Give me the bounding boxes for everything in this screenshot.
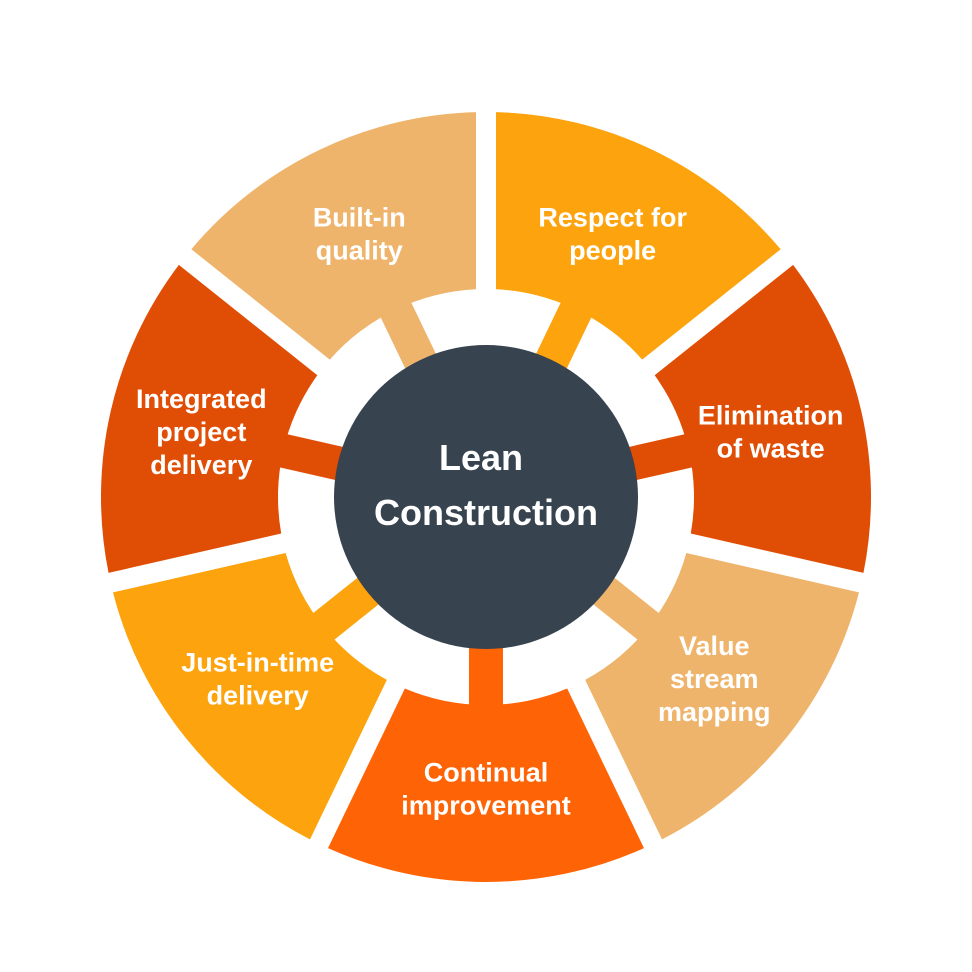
segment-label-line: delivery [150, 450, 252, 480]
center-label-line-2: Construction [374, 492, 598, 533]
segment-connector [377, 295, 441, 379]
segment-shape [100, 264, 318, 573]
segment-label-line: Built-in [313, 202, 406, 232]
center-hub: Lean Construction [334, 345, 638, 649]
segment-label-line: of waste [717, 434, 825, 464]
segment-label-line: Elimination [698, 401, 844, 431]
segment-shape [654, 264, 872, 573]
segment-connector [618, 432, 700, 483]
segment-connector [272, 432, 354, 483]
center-label: Lean Construction [374, 437, 598, 533]
segment-shape [113, 552, 387, 840]
segment-connector [469, 637, 503, 712]
segment-connector [531, 295, 595, 379]
segment-label-line: Integrated [136, 384, 267, 414]
segment-shape [585, 552, 859, 840]
segment-label-line: delivery [207, 681, 309, 711]
segment-label-line: stream [670, 664, 759, 694]
segment-shape [191, 112, 476, 360]
center-label-line-1: Lean [439, 437, 523, 478]
segment-label-line: project [156, 417, 246, 447]
segment-label-line: Continual [424, 758, 548, 788]
center-circle [334, 345, 638, 649]
segment-shape [328, 688, 644, 882]
segment-label-line: people [569, 235, 656, 265]
segment-label-line: Value [679, 631, 750, 661]
segment-label-line: Just-in-time [181, 648, 334, 678]
segment-label-line: mapping [658, 697, 771, 727]
segment-shape [496, 112, 781, 360]
segment-label-line: quality [316, 235, 403, 265]
segment-label-line: Respect for [538, 202, 687, 232]
segment-label-line: improvement [401, 791, 571, 821]
